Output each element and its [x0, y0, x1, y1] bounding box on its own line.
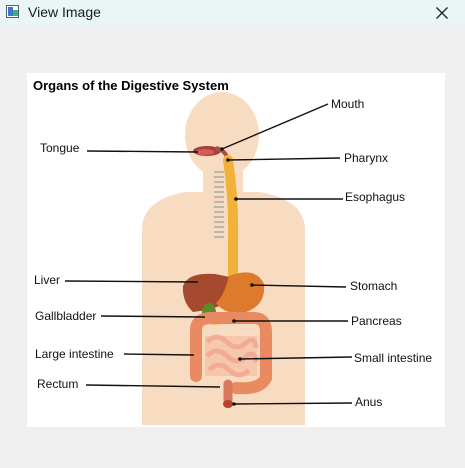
leader-lines	[64, 103, 353, 405]
label-mouth: Mouth	[331, 97, 364, 111]
close-button[interactable]	[419, 0, 465, 25]
esophagus-organ	[223, 155, 239, 283]
leader-arrowheads	[220, 147, 254, 406]
label-tongue: Tongue	[40, 141, 80, 155]
image-viewer-icon	[6, 5, 19, 18]
title-bar: View Image	[0, 0, 465, 25]
label-anus: Anus	[355, 395, 382, 409]
label-rectum: Rectum	[37, 377, 78, 391]
diagram-title: Organs of the Digestive System	[33, 78, 229, 93]
anus-organ	[223, 400, 233, 408]
label-pharynx: Pharynx	[344, 151, 388, 165]
small-intestine-fill	[205, 336, 257, 376]
digestive-system-diagram: Organs of the Digestive System Mouth Ton…	[33, 78, 432, 425]
window-title: View Image	[28, 4, 101, 20]
image-canvas: Organs of the Digestive System Mouth Ton…	[27, 73, 445, 427]
label-gallbladder: Gallbladder	[35, 309, 96, 323]
label-large-intestine: Large intestine	[35, 347, 114, 361]
label-small-intestine: Small intestine	[354, 351, 432, 365]
trachea	[214, 171, 224, 238]
label-pancreas: Pancreas	[351, 314, 402, 328]
label-esophagus: Esophagus	[345, 190, 405, 204]
close-icon	[436, 6, 448, 19]
small-intestine-organ	[205, 334, 259, 378]
label-stomach: Stomach	[350, 279, 397, 293]
stomach-organ	[216, 272, 265, 313]
label-liver: Liver	[34, 273, 60, 287]
